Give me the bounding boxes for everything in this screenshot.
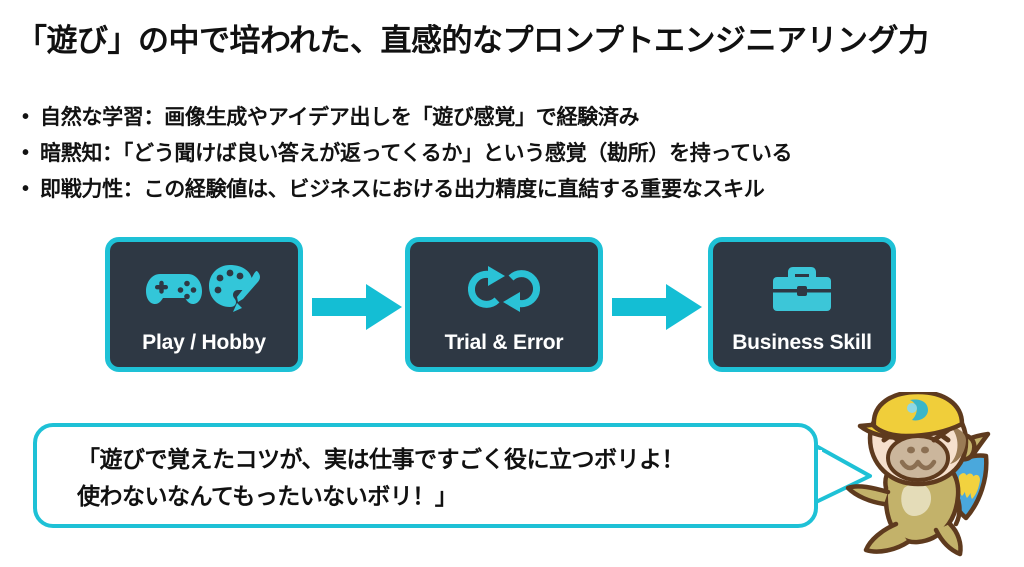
flow-step-label: Play / Hobby — [142, 331, 266, 354]
flow-step-icons — [771, 258, 833, 320]
arrow-right-icon — [312, 284, 402, 335]
list-item-label: 即戦力性：この経験値は、ビジネスにおける出力精度に直結する重要なスキル — [40, 178, 765, 202]
bullet-list: • 自然な学習：画像生成やアイデア出しを「遊び感覚」で経験済み • 暗黙知：「ど… — [22, 100, 1012, 208]
bullet-dot-icon: • — [22, 142, 29, 165]
flow-step-play-hobby[interactable]: Play / Hobby — [105, 237, 303, 372]
gamepad-icon — [146, 274, 202, 304]
speech-bubble: 「遊びで覚えたコツが、実は仕事ですごく役に立つボリよ！ 使わないなんてもったいな… — [33, 423, 818, 528]
list-item-label: 自然な学習：画像生成やアイデア出しを「遊び感覚」で経験済み — [40, 106, 640, 129]
list-item: • 即戦力性：この経験値は、ビジネスにおける出力精度に直結する重要なスキル — [22, 172, 1012, 208]
flow-diagram: Play / Hobby Trial & Error — [0, 232, 1024, 382]
flow-step-business-skill[interactable]: Business Skill — [708, 237, 896, 372]
palette-icon — [209, 265, 260, 312]
flow-step-label: Trial & Error — [444, 331, 564, 354]
bullet-dot-icon: • — [22, 178, 29, 201]
flow-step-icons — [145, 258, 263, 320]
list-item: • 自然な学習：画像生成やアイデア出しを「遊び感覚」で経験済み — [22, 100, 1012, 136]
monkey-mascot — [826, 389, 1022, 567]
speech-bubble-text: 「遊びで覚えたコツが、実は仕事ですごく役に立つボリよ！ 使わないなんてもったいな… — [77, 446, 685, 510]
list-item-label: 暗黙知：「どう聞けば良い答えが返ってくるか」という感覚（勘所）を持っている — [40, 142, 793, 166]
flow-step-icons — [465, 258, 543, 320]
briefcase-icon — [773, 267, 831, 311]
list-item: • 暗黙知：「どう聞けば良い答えが返ってくるか」という感覚（勘所）を持っている — [22, 136, 1012, 172]
bullet-dot-icon: • — [22, 106, 29, 128]
flow-step-label: Business Skill — [732, 331, 872, 354]
flow-step-trial-error[interactable]: Trial & Error — [405, 237, 603, 372]
cycle-arrows-icon — [468, 266, 540, 312]
page-title: 「遊び」の中で培われた、直感的なプロンプトエンジニアリング力 — [16, 23, 929, 58]
arrow-right-icon — [612, 284, 702, 335]
